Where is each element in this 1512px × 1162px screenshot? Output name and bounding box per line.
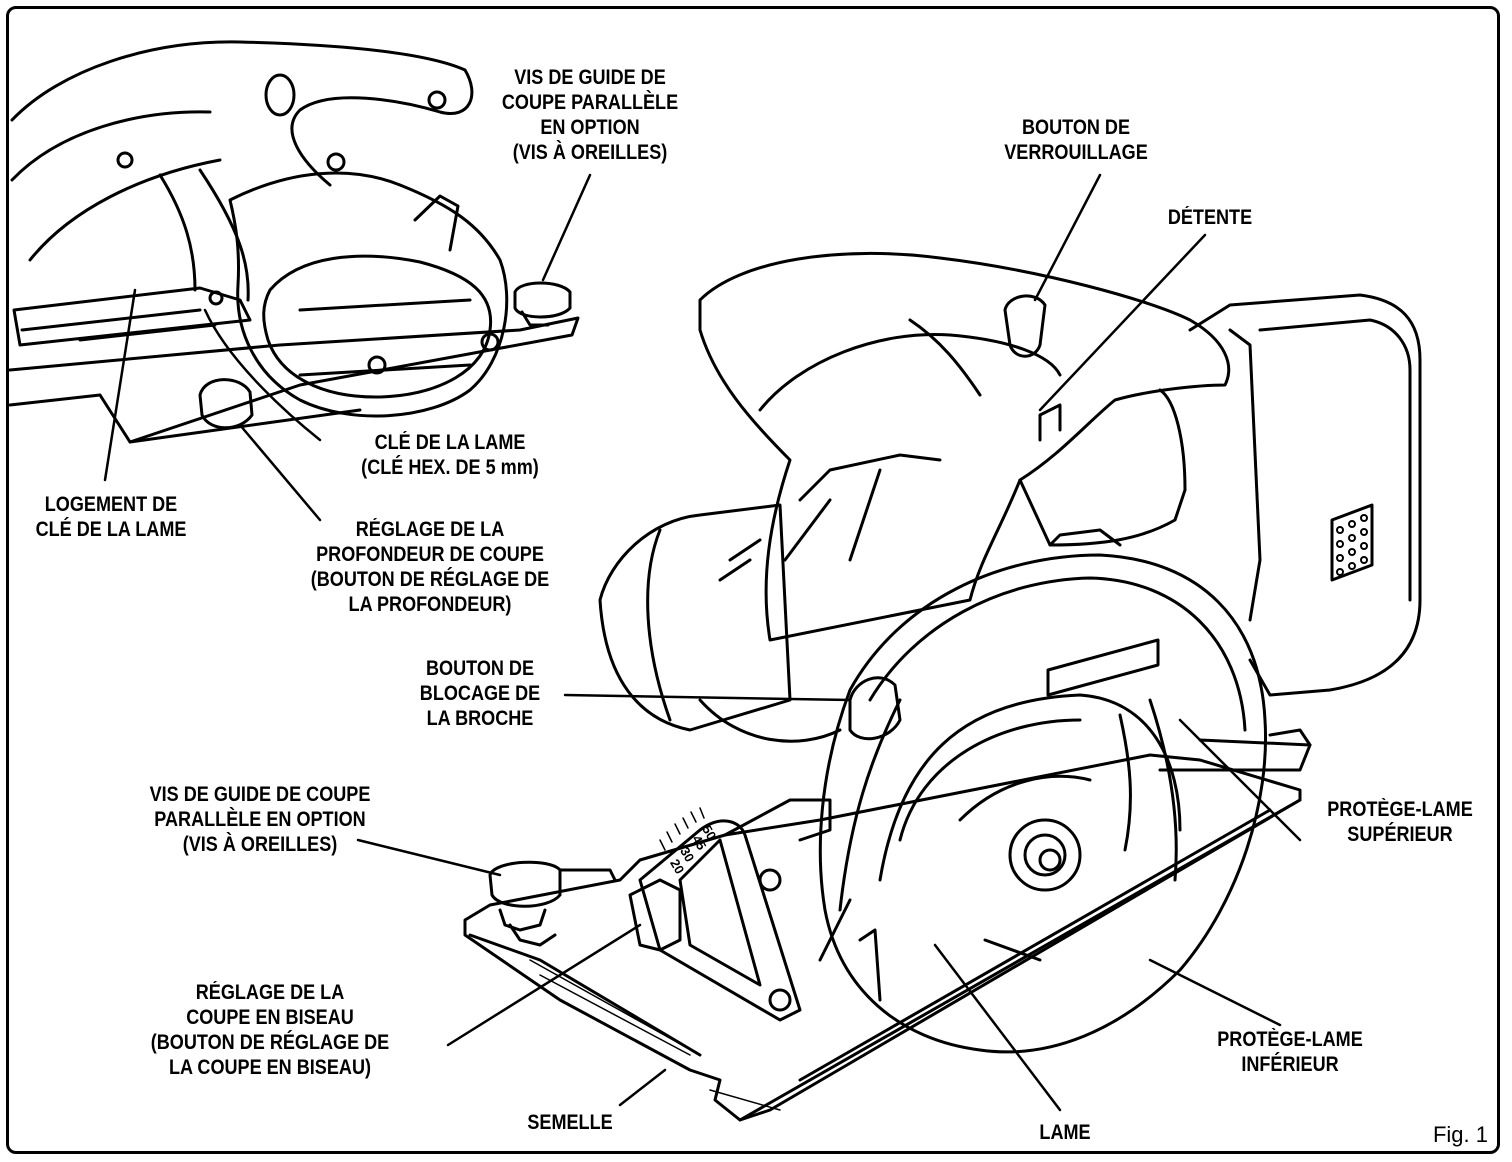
label-blade-wrench: CLÉ DE LA LAME(CLÉ HEX. DE 5 mm) <box>361 431 539 479</box>
figure-frame <box>6 6 1500 1154</box>
bevel-scale: 50 45 30 20 <box>640 815 730 885</box>
label-shoe: SEMELLE <box>527 1111 613 1134</box>
inset-closeup <box>8 40 580 444</box>
figure-number: Fig. 1 <box>1432 1122 1488 1147</box>
label-blade: LAME <box>1039 1121 1091 1144</box>
main-saw <box>463 251 1422 1122</box>
leader-lines <box>103 173 1302 1112</box>
label-trigger: DÉTENTE <box>1167 206 1253 229</box>
